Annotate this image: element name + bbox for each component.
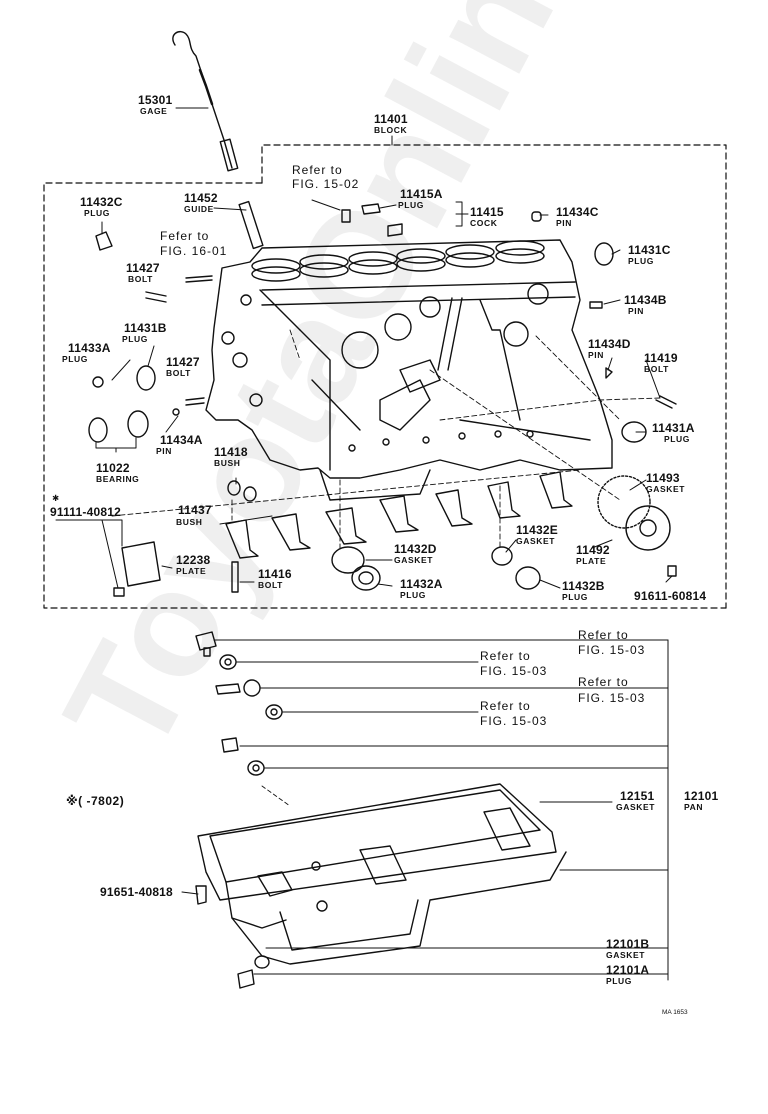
- label-11418-name: BUSH: [214, 458, 241, 468]
- label-11022-number: 11022: [96, 461, 130, 475]
- label-12238-number: 12238: [176, 553, 211, 567]
- label-11432A-name: PLUG: [400, 590, 427, 600]
- label-91651-number: 91651-40818: [100, 885, 173, 899]
- label-12101A-name: PLUG: [606, 976, 633, 986]
- block-frame: [43, 144, 727, 609]
- label-11432A-number: 11432A: [400, 577, 443, 591]
- label-15301-name: GAGE: [140, 106, 168, 116]
- label-91111-star: ✱: [52, 493, 60, 503]
- refer-16-01-line1: Fefer to: [160, 229, 210, 243]
- label-11434D-name: PIN: [588, 350, 604, 360]
- label-11431B-name: PLUG: [122, 334, 149, 344]
- small-parts: [88, 200, 677, 597]
- label-11415A-name: PLUG: [398, 200, 425, 210]
- cylinder-block-drawing: [205, 239, 613, 501]
- label-11416-number: 11416: [258, 567, 292, 581]
- label-11452-number: 11452: [184, 191, 218, 205]
- note-7802: ※( -7802): [66, 794, 125, 808]
- label-12101A-number: 12101A: [606, 963, 650, 977]
- label-11432B-name: PLUG: [562, 592, 589, 602]
- label-91611-number: 91611-60814: [634, 589, 707, 603]
- label-12101-number: 12101: [684, 789, 719, 803]
- label-11427-upper-name: BOLT: [128, 274, 153, 284]
- label-11433A-number: 11433A: [68, 341, 111, 355]
- label-11492-number: 11492: [576, 543, 610, 557]
- label-15301-number: 15301: [138, 93, 173, 107]
- label-11452-name: GUIDE: [184, 204, 214, 214]
- label-11492-name: PLATE: [576, 556, 607, 566]
- leader-lines-upper: [55, 107, 673, 589]
- refer-15-03-b-line1: Refer to: [480, 649, 531, 663]
- label-11434B-number: 11434B: [624, 293, 667, 307]
- label-11432E-number: 11432E: [516, 523, 558, 537]
- label-11418-number: 11418: [214, 445, 248, 459]
- label-11431C-number: 11431C: [628, 243, 671, 257]
- label-12101B-number: 12101B: [606, 937, 650, 951]
- refer-15-03-c-line2: FIG. 15-03: [578, 691, 646, 705]
- label-11434C-name: PIN: [556, 218, 572, 228]
- label-11434A-name: PIN: [156, 446, 172, 456]
- refer-15-02-line2: FIG. 15-02: [292, 177, 360, 191]
- refer-16-01-line2: FIG. 16-01: [160, 244, 228, 258]
- refer-15-03-d-line1: Refer to: [480, 699, 531, 713]
- hardware-column: [195, 631, 283, 776]
- label-11415-name: COCK: [470, 218, 498, 228]
- label-12238-name: PLATE: [176, 566, 207, 576]
- label-12151-number: 12151: [620, 789, 655, 803]
- refer-15-03-c-line1: Refer to: [578, 675, 629, 689]
- refer-15-02-line1: Refer to: [292, 163, 343, 177]
- label-12151-name: GASKET: [616, 802, 656, 812]
- label-11434B-name: PIN: [628, 306, 644, 316]
- label-11493-name: GASKET: [646, 484, 686, 494]
- label-11427-lower-name: BOLT: [166, 368, 191, 378]
- label-11431A-name: PLUG: [664, 434, 691, 444]
- dipstick-gage: [172, 30, 239, 172]
- label-11427-lower-number: 11427: [166, 355, 200, 369]
- label-11432D-name: GASKET: [394, 555, 434, 565]
- dashed-guides: [111, 329, 661, 551]
- leader-lines-lower: [181, 639, 669, 981]
- label-11432B-number: 11432B: [562, 579, 605, 593]
- label-11419-number: 11419: [644, 351, 678, 365]
- label-11432D-number: 11432D: [394, 542, 437, 556]
- label-91111-number: 91111-40812: [50, 505, 121, 519]
- label-11433A-name: PLUG: [62, 354, 89, 364]
- label-11432C-name: PLUG: [84, 208, 111, 218]
- label-11434D-number: 11434D: [588, 337, 631, 351]
- label-11401-number: 11401: [374, 112, 408, 126]
- label-11415A-number: 11415A: [400, 187, 443, 201]
- label-11434C-number: 11434C: [556, 205, 599, 219]
- label-11493-number: 11493: [646, 471, 680, 485]
- refer-15-03-a-line1: Refer to: [578, 628, 629, 642]
- label-11432E-name: GASKET: [516, 536, 556, 546]
- label-11437-name: BUSH: [176, 517, 203, 527]
- label-11416-name: BOLT: [258, 580, 283, 590]
- label-11431A-number: 11431A: [652, 421, 695, 435]
- label-11431B-number: 11431B: [124, 321, 167, 335]
- figure-code: MA 1653: [662, 1009, 688, 1016]
- label-11437-number: 11437: [178, 503, 212, 517]
- label-12101B-name: GASKET: [606, 950, 646, 960]
- label-11432C-number: 11432C: [80, 195, 123, 209]
- label-12101-name: PAN: [684, 802, 704, 812]
- label-11427-upper-number: 11427: [126, 261, 160, 275]
- label-11434A-number: 11434A: [160, 433, 203, 447]
- label-11415-number: 11415: [470, 205, 504, 219]
- label-11419-name: BOLT: [644, 364, 669, 374]
- oil-pan-drawing: [195, 783, 567, 989]
- label-11022-name: BEARING: [96, 474, 140, 484]
- refer-15-03-b-line2: FIG. 15-03: [480, 664, 548, 678]
- label-11401-name: BLOCK: [374, 125, 408, 135]
- refer-15-03-a-line2: FIG. 15-03: [578, 643, 646, 657]
- refer-15-03-d-line2: FIG. 15-03: [480, 714, 548, 728]
- label-11431C-name: PLUG: [628, 256, 655, 266]
